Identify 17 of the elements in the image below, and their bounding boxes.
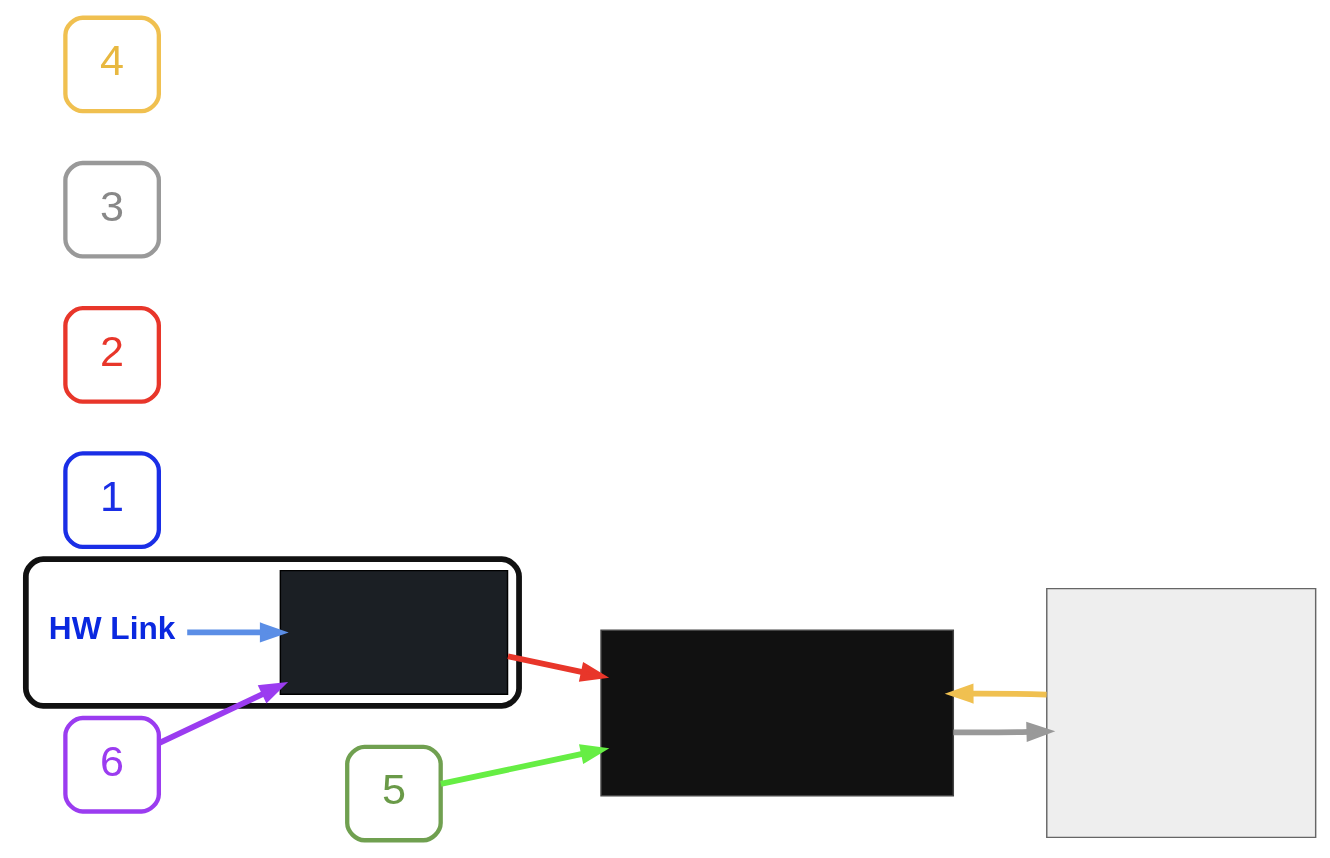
node-box: 3 — [63, 160, 161, 259]
node-box: 1 — [63, 451, 161, 550]
node-text: HW Link — [48, 610, 176, 647]
arrow — [440, 744, 610, 787]
node-box: 6 — [63, 715, 161, 814]
arrow — [944, 683, 1047, 704]
node-box: 4 — [63, 15, 161, 114]
node-box — [600, 629, 955, 797]
arrow — [507, 653, 610, 682]
node-box: 5 — [345, 744, 443, 843]
arrow — [157, 681, 289, 746]
arrow — [953, 721, 1056, 742]
node-box — [279, 569, 509, 695]
node-box: 2 — [63, 306, 161, 404]
cluster — [22, 556, 522, 709]
node-box — [1046, 587, 1317, 839]
arrow — [187, 622, 289, 643]
